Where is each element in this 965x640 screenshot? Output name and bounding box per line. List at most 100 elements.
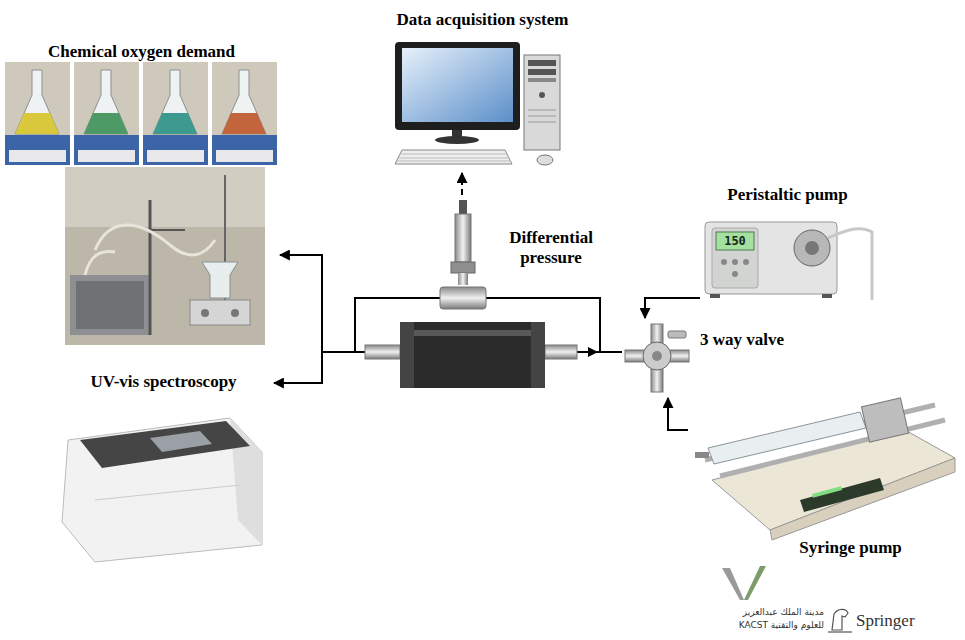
computer-picture bbox=[395, 42, 560, 165]
flask-photos-part bbox=[78, 150, 135, 162]
flask-photos bbox=[5, 62, 277, 165]
flow-line bbox=[668, 398, 688, 430]
lab-photo-part bbox=[202, 262, 238, 298]
publisher-mark: مدينة الملك عبدالعزيز bbox=[718, 606, 824, 618]
equipment-label: Data acquisition system bbox=[360, 10, 605, 30]
lab-photo-part bbox=[201, 309, 209, 317]
syringe-pump-picture-part bbox=[812, 486, 842, 498]
publisher-logo-part bbox=[744, 566, 766, 600]
equipment-node: Data acquisition system bbox=[360, 8, 607, 173]
equipment-label: UV-vis spectroscopy bbox=[55, 372, 272, 392]
display-reading: 150 bbox=[716, 233, 754, 249]
equipment-node: Chemical oxygen demand bbox=[5, 40, 280, 348]
flask-photos-part bbox=[147, 150, 204, 162]
flask-photos-part bbox=[153, 113, 197, 134]
equipment-label: Chemical oxygen demand bbox=[5, 42, 278, 62]
pressure-sensor-picture bbox=[440, 200, 486, 309]
column-picture-part bbox=[365, 345, 400, 359]
flow-line bbox=[645, 298, 700, 318]
computer-picture-part bbox=[399, 158, 509, 159]
syringe-pump-picture-part bbox=[800, 478, 884, 512]
equipment-node: UV-vis spectroscopy bbox=[55, 368, 274, 563]
valve-picture-part bbox=[652, 351, 662, 361]
valve-picture-part bbox=[651, 324, 663, 392]
peristaltic-pump-picture bbox=[705, 222, 872, 300]
pressure-sensor-picture-part bbox=[440, 287, 486, 309]
computer-picture-part bbox=[528, 60, 556, 66]
publisher-mark: Springer bbox=[856, 611, 956, 631]
computer-picture-part bbox=[402, 48, 513, 122]
lab-photo-part bbox=[70, 275, 150, 335]
flask-photos-part bbox=[153, 70, 197, 134]
lab-photo-part bbox=[76, 281, 144, 329]
peristaltic-pump-picture-part bbox=[705, 222, 837, 294]
spectrometer-picture-part bbox=[150, 431, 212, 452]
column-picture-part bbox=[531, 322, 545, 388]
valve-picture-part bbox=[625, 350, 689, 362]
pressure-sensor-picture-part bbox=[459, 200, 467, 214]
peristaltic-pump-picture-part bbox=[822, 294, 832, 298]
computer-picture-part bbox=[528, 122, 556, 123]
pressure-sensor-picture-part bbox=[458, 273, 468, 285]
spectrometer-picture bbox=[62, 418, 262, 562]
flask-photos-part bbox=[5, 135, 70, 165]
syringe-pump-picture-part bbox=[861, 398, 908, 442]
flask-photos-part bbox=[15, 113, 59, 134]
peristaltic-pump-picture-part bbox=[743, 259, 749, 265]
peristaltic-pump-picture-part bbox=[716, 232, 754, 250]
column-picture-part bbox=[400, 322, 414, 388]
equipment-label: Differential pressure bbox=[492, 228, 610, 268]
equipment-node: Syringe pump bbox=[688, 400, 960, 560]
flask-photos-part bbox=[222, 70, 266, 134]
flask-photos-part bbox=[212, 135, 277, 165]
flask-photos-part bbox=[143, 62, 208, 165]
computer-picture-part bbox=[524, 55, 560, 150]
peristaltic-pump-picture-part bbox=[805, 241, 819, 255]
computer-picture-part bbox=[401, 154, 507, 155]
flask-photos-part bbox=[74, 135, 139, 165]
publisher-mark: للعلوم والتقنية KACST bbox=[718, 619, 824, 631]
syringe-pump-picture-part bbox=[770, 458, 955, 540]
flask-photos-part bbox=[15, 70, 59, 134]
spectrometer-picture-part bbox=[80, 421, 250, 468]
flask-photos-part bbox=[5, 62, 70, 165]
publisher-logo-part bbox=[828, 631, 852, 632]
peristaltic-pump-picture-part bbox=[794, 230, 830, 266]
computer-picture-part bbox=[528, 110, 556, 111]
flow-line bbox=[461, 173, 463, 195]
syringe-pump-picture bbox=[695, 398, 955, 540]
publisher-logo-part bbox=[722, 568, 744, 600]
equipment-label: Peristaltic pump bbox=[700, 185, 875, 205]
lab-photo-part bbox=[65, 167, 265, 227]
flask-photos-part bbox=[74, 62, 139, 165]
flask-photos-part bbox=[143, 135, 208, 165]
flask-photos-part bbox=[216, 150, 273, 162]
peristaltic-pump-picture-part bbox=[712, 228, 758, 288]
flask-photos-part bbox=[9, 150, 66, 162]
bypass-pipe-part bbox=[588, 347, 598, 357]
flask-photos-part bbox=[212, 62, 277, 165]
syringe-pump-picture-part bbox=[695, 452, 709, 458]
column-picture-part bbox=[545, 345, 577, 359]
publisher-logo-part bbox=[832, 609, 848, 630]
computer-picture-part bbox=[395, 42, 520, 130]
flask-photos-part bbox=[84, 113, 128, 134]
lab-photo-part bbox=[231, 309, 239, 317]
valve-picture bbox=[625, 324, 689, 392]
pressure-sensor-picture-part bbox=[455, 214, 471, 262]
flask-photos-part bbox=[222, 113, 266, 134]
spectrometer-picture-part bbox=[62, 418, 262, 562]
lab-photo bbox=[65, 167, 265, 345]
pressure-sensor-picture-part bbox=[451, 262, 475, 273]
computer-picture-part bbox=[397, 161, 511, 162]
syringe-pump-picture-part bbox=[708, 412, 866, 464]
peristaltic-pump-picture-part bbox=[721, 259, 727, 265]
computer-picture-part bbox=[528, 78, 556, 82]
lab-photo-part bbox=[150, 229, 185, 231]
column-picture-part bbox=[414, 330, 531, 336]
peristaltic-pump-picture-part bbox=[828, 229, 872, 300]
equipment-node: 3 way valve bbox=[622, 318, 796, 398]
computer-picture-part bbox=[528, 116, 556, 117]
equipment-label: Syringe pump bbox=[768, 538, 933, 558]
